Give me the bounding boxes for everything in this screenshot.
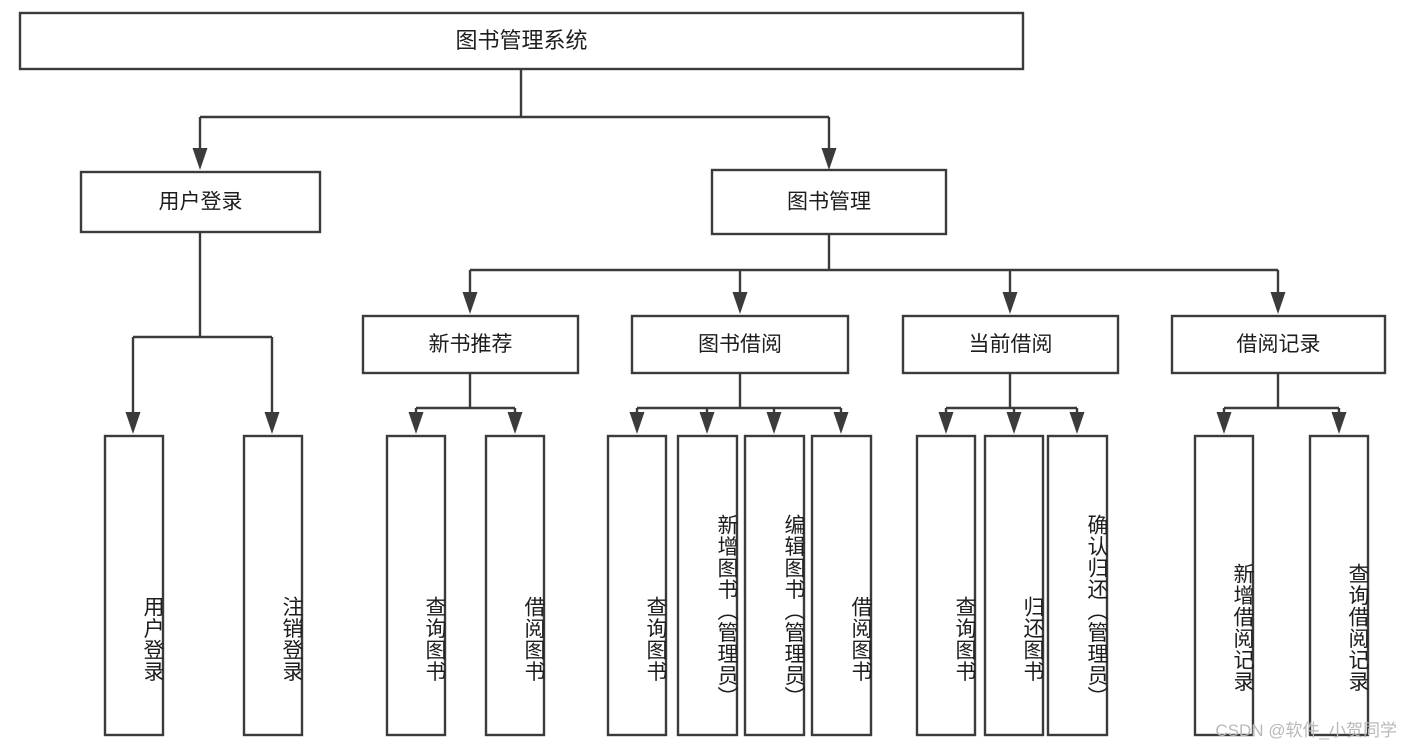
node-box: [242, 434, 304, 737]
connector-new-book-recommend: [408, 373, 523, 434]
arrowhead-icon: [1002, 292, 1018, 314]
node-leaf-query-book-borrow[interactable]: [606, 434, 668, 737]
node-box: [606, 434, 668, 737]
node-leaf-borrow-book-recommend[interactable]: [484, 434, 546, 737]
node-leaf-user-login[interactable]: [103, 434, 165, 737]
node-box: [103, 434, 165, 737]
node-leaf-borrow-book[interactable]: [810, 434, 873, 737]
node-new-book-recommend[interactable]: 新书推荐: [361, 314, 580, 375]
arrowhead-icon: [264, 412, 280, 434]
node-leaf-add-borrow-record[interactable]: [1193, 434, 1255, 737]
node-box: [901, 314, 1120, 375]
node-label: 借阅记录: [1237, 333, 1321, 356]
arrowhead-icon: [938, 412, 954, 434]
node-box: [915, 434, 977, 737]
node-root[interactable]: 图书管理系统: [18, 11, 1025, 71]
connector-user-login: [125, 232, 280, 434]
arrowhead-icon: [125, 412, 141, 434]
node-box: [361, 314, 580, 375]
arrowhead-icon: [821, 148, 837, 170]
arrowhead-icon: [1216, 412, 1232, 434]
node-leaf-confirm-return[interactable]: [1046, 434, 1109, 737]
node-label: 图书管理: [787, 191, 871, 214]
arrowhead-icon: [507, 412, 523, 434]
arrowhead-icon: [462, 292, 478, 314]
node-box: [710, 168, 948, 236]
connector-current-borrow: [938, 373, 1085, 434]
node-box: [1193, 434, 1255, 737]
node-box: [484, 434, 546, 737]
edges-layer: [125, 69, 1347, 434]
node-box: [676, 434, 739, 737]
connector-book-management: [462, 234, 1286, 314]
node-box: [983, 434, 1045, 737]
node-borrow-record[interactable]: 借阅记录: [1170, 314, 1387, 375]
node-box: [385, 434, 447, 737]
node-leaf-query-book-current[interactable]: [915, 434, 977, 737]
connector-book-borrow: [629, 373, 849, 434]
arrowhead-icon: [1270, 292, 1286, 314]
arrowhead-icon: [699, 412, 715, 434]
node-box: [630, 314, 850, 375]
connector-borrow-record: [1216, 373, 1347, 434]
node-leaf-edit-book[interactable]: [743, 434, 806, 737]
node-label: 图书管理系统: [455, 28, 587, 53]
node-leaf-query-borrow-record[interactable]: [1308, 434, 1370, 737]
connector-root: [192, 69, 837, 170]
node-current-borrow[interactable]: 当前借阅: [901, 314, 1120, 375]
arrowhead-icon: [408, 412, 424, 434]
node-leaf-return-book[interactable]: [983, 434, 1045, 737]
arrowhead-icon: [629, 412, 645, 434]
node-box: [79, 170, 322, 234]
node-box: [743, 434, 806, 737]
node-box: [1308, 434, 1370, 737]
node-leaf-query-book-recommend[interactable]: [385, 434, 447, 737]
arrowhead-icon: [833, 412, 849, 434]
arrowhead-icon: [192, 148, 208, 170]
node-label: 图书借阅: [698, 333, 782, 356]
arrowhead-icon: [1331, 412, 1347, 434]
arrowhead-icon: [1069, 412, 1085, 434]
arrowhead-icon: [766, 412, 782, 434]
node-label: 用户登录: [159, 191, 243, 214]
node-book-borrow[interactable]: 图书借阅: [630, 314, 850, 375]
node-label: 当前借阅: [969, 333, 1053, 356]
node-book-management[interactable]: 图书管理: [710, 168, 948, 236]
node-user-login[interactable]: 用户登录: [79, 170, 322, 234]
node-leaf-add-book[interactable]: [676, 434, 739, 737]
node-box: [18, 11, 1025, 71]
node-label: 新书推荐: [429, 333, 513, 356]
node-box: [1170, 314, 1387, 375]
arrowhead-icon: [732, 292, 748, 314]
arrowhead-icon: [1006, 412, 1022, 434]
node-box: [810, 434, 873, 737]
node-box: [1046, 434, 1109, 737]
node-leaf-logout[interactable]: [242, 434, 304, 737]
